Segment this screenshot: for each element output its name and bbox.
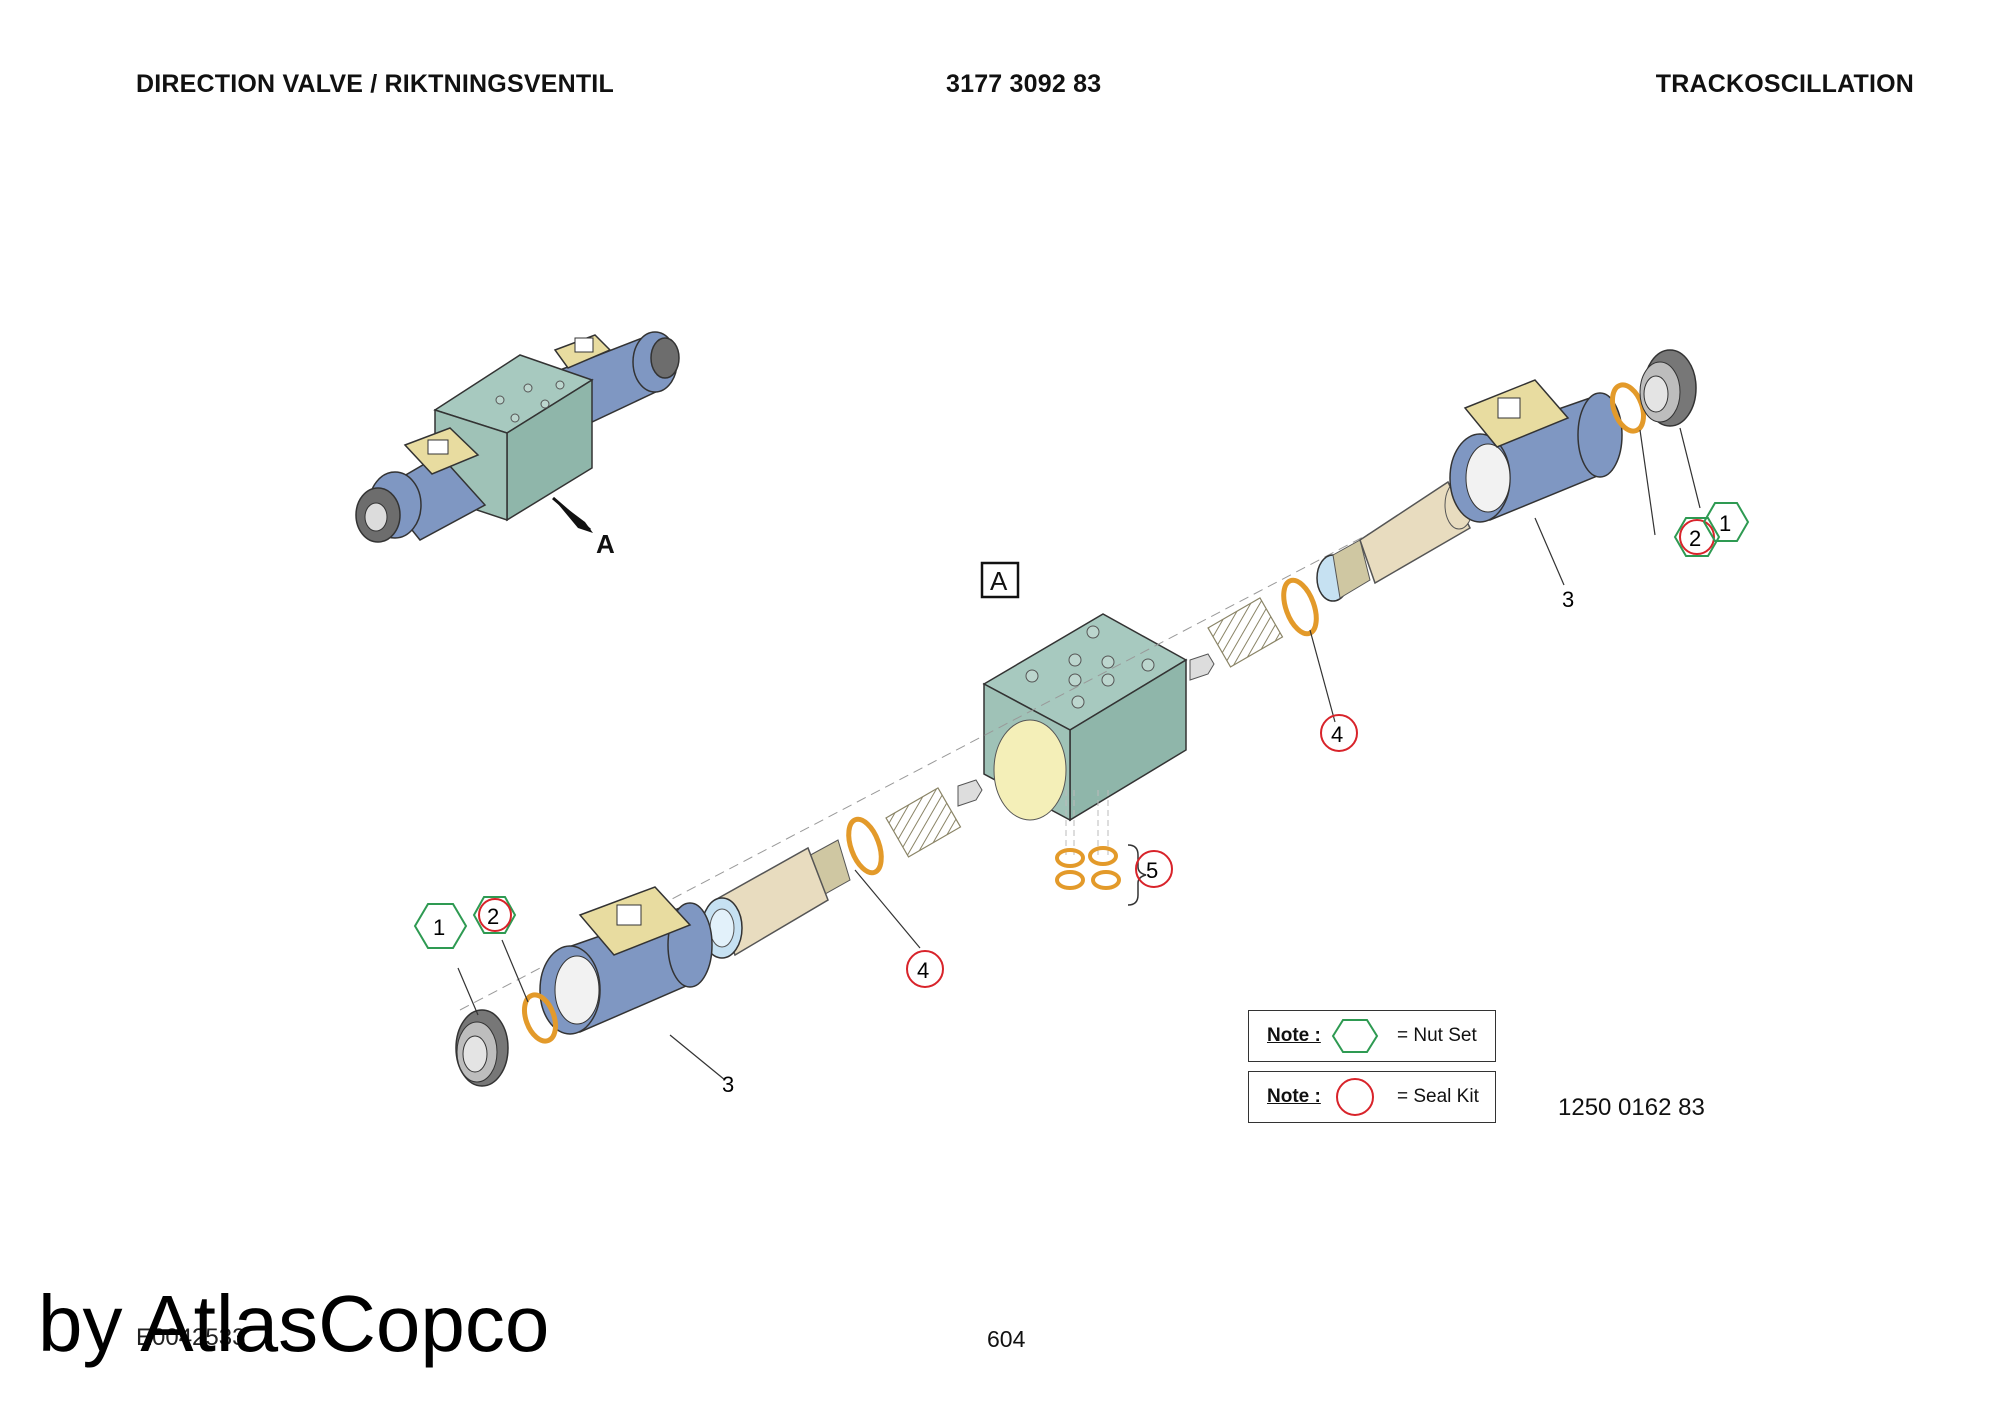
circle-icon: [1325, 1077, 1385, 1117]
reference-code: E0042533: [136, 1324, 246, 1351]
left-oring: [846, 816, 884, 876]
left-coil: [539, 886, 713, 1035]
part-number: 3177 3092 83: [946, 70, 1102, 98]
callout-nut-set-left: 1: [433, 915, 445, 940]
right-oring: [1281, 577, 1319, 637]
right-nut: [1639, 349, 1697, 427]
watermark: by AtlasCopco: [38, 1279, 550, 1368]
right-cartridge: [1316, 480, 1474, 602]
hexagon-icon: [1325, 1016, 1385, 1056]
left-spring: [885, 787, 962, 858]
callout-seal-set: 5: [1146, 858, 1158, 883]
page-title: DIRECTION VALVE / RIKTNINGSVENTIL: [136, 70, 614, 98]
left-spring-retainer: [957, 779, 983, 807]
drawing-number: 1250 0162 83: [1558, 1094, 1705, 1121]
legend-note-label: Note :: [1267, 1025, 1321, 1046]
assembled-left-coil: [355, 427, 487, 543]
callout-oring-right: 4: [1331, 722, 1343, 747]
right-spring-retainer: [1189, 653, 1215, 681]
page-number: 604: [987, 1326, 1026, 1352]
seal-set-bracket: [1127, 844, 1147, 906]
left-nut: [455, 1009, 509, 1087]
right-coil: [1449, 379, 1623, 523]
view-label-a: A: [596, 529, 615, 559]
legend-seal-kit-text: = Seal Kit: [1397, 1086, 1479, 1107]
legend-nut-set: Note : = Nut Set: [1248, 1010, 1496, 1062]
assembled-valve: [355, 331, 680, 543]
callout-nut-set-right: 1: [1719, 511, 1731, 536]
legend-nut-set-text: = Nut Set: [1397, 1025, 1477, 1046]
callout-seal-kit-right: 2: [1689, 526, 1701, 551]
right-spring: [1207, 597, 1284, 668]
left-cartridge: [701, 839, 851, 959]
legend-seal-kit: Note : = Seal Kit: [1248, 1071, 1496, 1123]
legend-note-label: Note :: [1267, 1086, 1321, 1107]
section-name: TRACKOSCILLATION: [1655, 70, 1914, 98]
seal-set: [1055, 790, 1121, 890]
valve-body: [982, 613, 1188, 822]
left-nut-seal: [521, 992, 559, 1044]
callout-oring-left: 4: [917, 958, 929, 983]
callout-coil-right: 3: [1562, 587, 1574, 612]
detail-box: [980, 561, 1020, 599]
callout-seal-kit-left: 2: [487, 904, 499, 929]
callout-coil-left: 3: [722, 1072, 734, 1097]
detail-box-label: A: [990, 566, 1008, 596]
